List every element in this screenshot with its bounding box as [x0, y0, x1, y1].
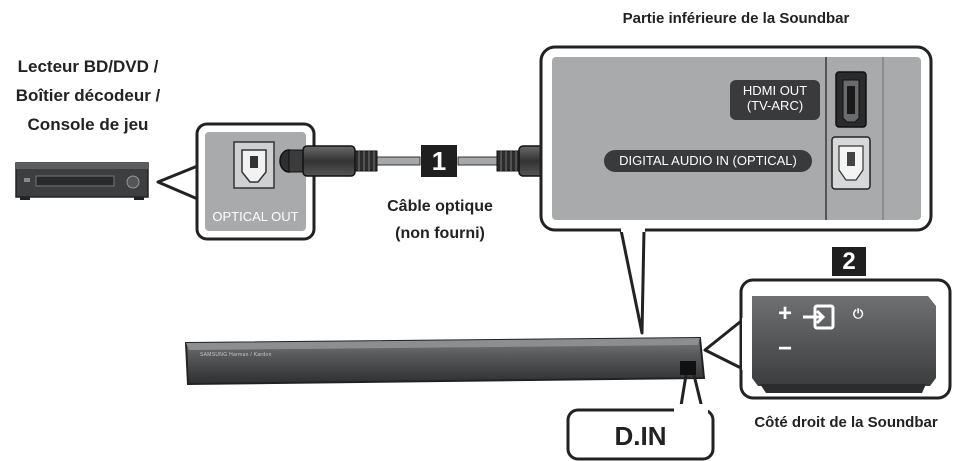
source-device-label: Lecteur BD/DVD / Boîtier décodeur / Cons…	[0, 52, 176, 139]
soundbar-side-caption: Côté droit de la Soundbar	[754, 414, 938, 431]
soundbar-icon	[184, 336, 706, 386]
volume-minus-label: −	[778, 335, 793, 362]
soundbar-brand-label: SAMSUNG Harman / Kardon	[200, 352, 272, 358]
hdmi-out-label-line-1: HDMI OUT	[742, 83, 808, 98]
digital-audio-in-label: DIGITAL AUDIO IN (OPTICAL)	[619, 153, 797, 168]
soundbar-side-panel	[703, 278, 952, 400]
volume-plus-label: +	[778, 300, 793, 327]
cable-label-line-2: (non fourni)	[395, 225, 485, 242]
soundbar-bottom-title: Partie inférieure de la Soundbar	[622, 10, 850, 27]
din-display-label: D.IN	[614, 421, 667, 451]
step-2-number: 2	[842, 248, 856, 275]
callout-pointer	[156, 163, 202, 202]
din-callout	[566, 374, 715, 461]
cable-label: Câble optique (non fourni)	[360, 193, 520, 247]
hdmi-label-bg	[730, 80, 820, 120]
optical-out-label: OPTICAL OUT	[212, 209, 299, 224]
hdmi-out-label: HDMI OUT (TV-ARC)	[730, 83, 820, 113]
bd-dvd-player-icon	[15, 162, 149, 200]
step-1-badge	[421, 145, 457, 177]
hdmi-out-label-line-2: (TV-ARC)	[746, 98, 804, 113]
soundbar-bottom-panel	[539, 45, 933, 232]
step-2-badge	[832, 247, 866, 276]
source-device-line-2: Boîtier décodeur /	[15, 86, 161, 105]
cable-label-line-1: Câble optique	[387, 198, 493, 215]
bottom-panel-pointer	[619, 228, 646, 335]
power-icon: ⏻	[853, 307, 864, 322]
input-source-icon	[803, 304, 835, 330]
source-device-line-1: Lecteur BD/DVD /	[17, 57, 159, 76]
step-1-number: 1	[431, 146, 447, 176]
source-device-line-3: Console de jeu	[27, 115, 149, 134]
digital-audio-label-bg	[604, 150, 812, 172]
